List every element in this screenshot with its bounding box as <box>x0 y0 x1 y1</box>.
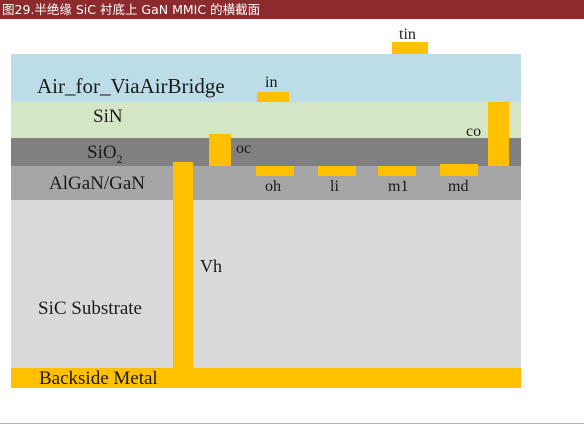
sic-substrate-layer <box>11 200 521 368</box>
sio2-layer <box>11 138 521 166</box>
md-metal <box>440 164 478 176</box>
oc-label: oc <box>236 140 252 157</box>
m1-label: m1 <box>388 178 409 195</box>
oc-metal <box>209 134 231 166</box>
air-label: Air_for_ViaAirBridge <box>37 74 225 98</box>
sin-label: SiN <box>93 106 123 127</box>
in-label: in <box>265 74 278 91</box>
co-label: co <box>466 123 482 140</box>
figure-caption: 图29.半绝缘 SiC 衬底上 GaN MMIC 的横截面 <box>0 0 584 19</box>
m1-metal <box>378 166 416 176</box>
sio2-subscript: 2 <box>116 151 123 166</box>
via-hole-metal <box>173 162 193 370</box>
co-metal <box>488 102 509 166</box>
oh-metal <box>256 166 294 176</box>
md-label: md <box>448 178 469 195</box>
in-metal <box>257 92 289 102</box>
algan-gan-label: AlGaN/GaN <box>49 173 146 194</box>
tin-metal <box>392 42 428 54</box>
li-label: li <box>330 178 339 195</box>
sio2-label-text: SiO <box>87 142 117 163</box>
backside-metal <box>11 368 521 388</box>
substrate-label: SiC Substrate <box>38 298 142 319</box>
sin-layer <box>11 102 521 138</box>
sio2-label: SiO2 <box>87 142 123 167</box>
vh-label: Vh <box>200 256 222 276</box>
tin-label: tin <box>399 26 416 43</box>
oh-label: oh <box>265 178 281 195</box>
backside-metal-label: Backside Metal <box>39 368 158 389</box>
li-metal <box>318 166 356 176</box>
footer-divider <box>0 423 584 424</box>
